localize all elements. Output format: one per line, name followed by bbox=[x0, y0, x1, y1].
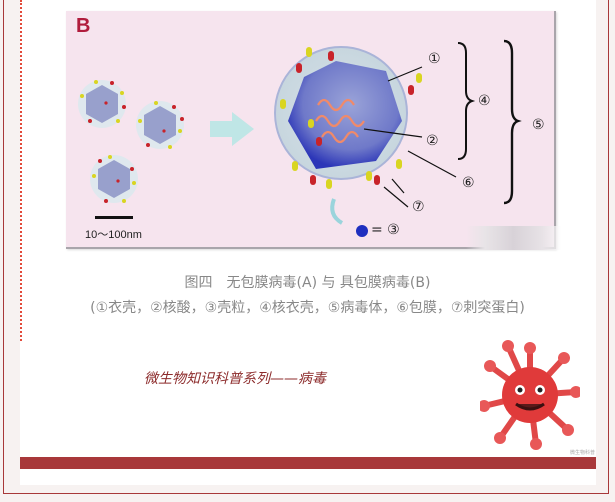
virus-mascot-icon bbox=[480, 340, 580, 450]
label-spike-protein: ⑦ bbox=[412, 199, 425, 215]
label-capsomere: = ③ bbox=[371, 222, 400, 238]
scale-bar bbox=[95, 216, 133, 219]
capsomere-icon bbox=[356, 225, 368, 237]
scale-label: 10～100nm bbox=[85, 229, 142, 241]
watermark: 微生物科普 bbox=[570, 450, 596, 456]
virus-diagram: B bbox=[66, 11, 556, 249]
small-virus-2 bbox=[136, 101, 184, 149]
small-virus-3 bbox=[90, 155, 138, 203]
label-nucleocapsid: ④ bbox=[478, 93, 491, 109]
arrow-icon bbox=[210, 112, 254, 146]
label-envelope: ⑥ bbox=[462, 175, 475, 191]
dotted-divider bbox=[20, 0, 22, 341]
series-title: 微生物知识科普系列——病毒 bbox=[144, 371, 326, 387]
virus-illustration bbox=[78, 39, 522, 237]
label-coat: ① bbox=[428, 51, 441, 67]
figure-caption-legend: (①衣壳，②核酸，③壳粒，④核衣壳，⑤病毒体，⑥包膜，⑦刺突蛋白) bbox=[90, 300, 525, 316]
figure-caption-title: 图四 无包膜病毒(A) 与 具包膜病毒(B) bbox=[184, 275, 431, 291]
panel-label: B bbox=[76, 15, 91, 37]
label-virion: ⑤ bbox=[532, 117, 545, 133]
label-nucleic-acid: ② bbox=[426, 133, 439, 149]
footer-bar bbox=[20, 457, 596, 469]
blurred-watermark bbox=[466, 226, 561, 250]
small-virus-1 bbox=[78, 80, 126, 128]
